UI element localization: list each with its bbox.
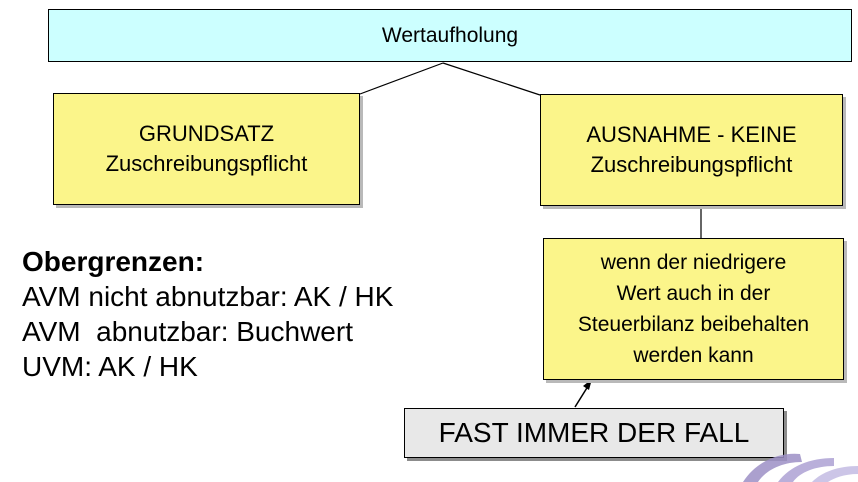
ausnahme-box: AUSNAHME - KEINE Zuschreibungspflicht (540, 94, 843, 206)
condition-box-line: wenn der niedrigere (600, 251, 787, 274)
arrow-head-icon (583, 379, 592, 390)
grundsatz-box-line1: GRUNDSATZ (138, 121, 275, 146)
condition-box-line: Steuerbilanz beibehalten (577, 313, 810, 336)
upper-limit-item: AVM nicht abnutzbar: AK / HK (22, 281, 394, 312)
grundsatz-box: GRUNDSATZ Zuschreibungspflicht (53, 93, 360, 205)
upper-limits-text: Obergrenzen: AVM nicht abnutzbar: AK / H… (22, 244, 492, 384)
ausnahme-box-line2: Zuschreibungspflicht (590, 152, 793, 177)
grundsatz-box-line2: Zuschreibungspflicht (105, 151, 308, 176)
condition-box-line: Wert auch in der (616, 282, 771, 305)
note-box-fast-immer: FAST IMMER DER FALL (404, 408, 784, 458)
condition-box-line: werden kann (633, 344, 754, 367)
upper-limit-item: UVM: AK / HK (22, 351, 198, 382)
condition-box: wenn der niedrigere Wert auch in der Ste… (543, 238, 844, 380)
ausnahme-box-line1: AUSNAHME - KEINE (586, 122, 797, 147)
upper-limits-heading: Obergrenzen: (22, 246, 205, 277)
upper-limit-item: AVM abnutzbar: Buchwert (22, 316, 353, 347)
connector-root-to-left (359, 62, 444, 95)
root-box-wertaufholung: Wertaufholung (48, 9, 852, 62)
brand-logo-icon (743, 453, 858, 482)
connector-root-to-right (442, 62, 541, 96)
root-box-label: Wertaufholung (381, 23, 519, 47)
note-box-label: FAST IMMER DER FALL (438, 417, 750, 448)
